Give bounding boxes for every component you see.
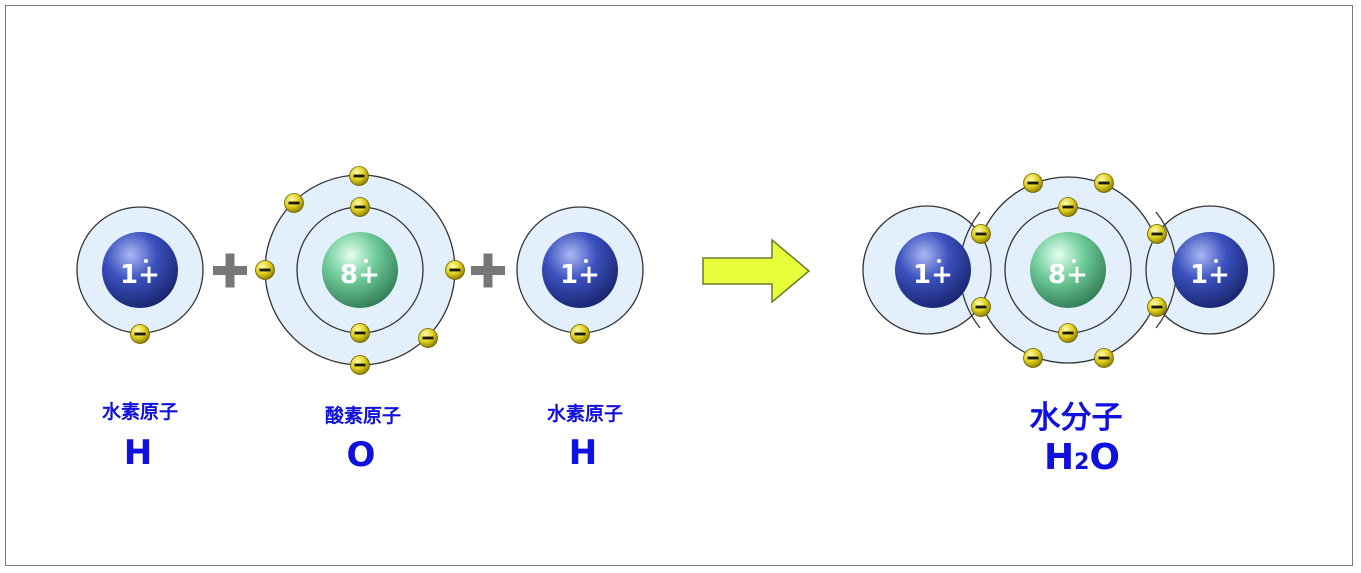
electron — [1023, 348, 1043, 368]
molecule-formula: H2O — [1044, 437, 1120, 478]
nucleus-highlight — [364, 259, 368, 263]
electron — [350, 323, 370, 343]
oxygen-atom: 8+ — [264, 174, 456, 366]
electron — [1094, 173, 1114, 193]
electron — [130, 324, 150, 344]
electron — [445, 260, 465, 280]
electron — [284, 193, 304, 213]
nucleus-highlight — [1214, 259, 1218, 263]
atom-name-hydrogen-left: 水素原子 — [101, 401, 179, 423]
electron — [255, 260, 275, 280]
electron — [349, 166, 369, 186]
atom-name-oxygen: 酸素原子 — [324, 405, 402, 427]
atom-symbol-oxygen: O — [346, 435, 376, 475]
nucleus-highlight — [584, 259, 588, 263]
nucleus-charge-label: 8+ — [340, 260, 380, 290]
nucleus-charge-label: 1+ — [560, 260, 600, 290]
electron — [1023, 173, 1043, 193]
reaction-arrow — [702, 238, 811, 304]
plus-sign-2 — [471, 253, 505, 288]
electron — [971, 224, 991, 244]
atom-name-hydrogen-right: 水素原子 — [546, 403, 624, 425]
hydrogen-nucleus-right — [1172, 232, 1248, 308]
formula-subscript: 2 — [1074, 450, 1090, 475]
atom-symbol-hydrogen-left: H — [123, 433, 153, 473]
molecule-name: 水分子 — [1029, 400, 1123, 436]
nucleus-charge-label: 1+ — [120, 260, 160, 290]
nucleus-charge-label: 1+ — [1190, 260, 1230, 290]
electron — [1147, 297, 1167, 317]
nucleus — [542, 232, 618, 308]
electron — [971, 297, 991, 317]
nucleus-highlight — [144, 259, 148, 263]
water-molecule: 1+ 8+ 1+ — [862, 176, 1275, 364]
hydrogen-atom-right: 1+ — [516, 206, 644, 334]
electrons — [130, 166, 1167, 375]
electron — [350, 197, 370, 217]
electron — [418, 328, 438, 348]
nucleus-highlight — [937, 259, 941, 263]
nucleus-charge-label: 8+ — [1048, 260, 1088, 290]
electron — [1094, 348, 1114, 368]
nucleus-charge-label: 1+ — [913, 260, 953, 290]
electron — [1147, 224, 1167, 244]
nucleus-highlight — [1072, 259, 1076, 263]
oxygen-nucleus — [1030, 232, 1106, 308]
formula-main-h: H — [1043, 437, 1075, 478]
atom-symbol-hydrogen-right: H — [568, 433, 598, 473]
electron — [350, 355, 370, 375]
nucleus — [102, 232, 178, 308]
hydrogen-nucleus-left — [895, 232, 971, 308]
electron — [1058, 323, 1078, 343]
electron — [570, 324, 590, 344]
nucleus — [322, 232, 398, 308]
formula-main-o: O — [1089, 437, 1121, 478]
electron — [1058, 197, 1078, 217]
hydrogen-atom-left: 1+ — [76, 206, 204, 334]
plus-sign-1 — [213, 253, 247, 288]
